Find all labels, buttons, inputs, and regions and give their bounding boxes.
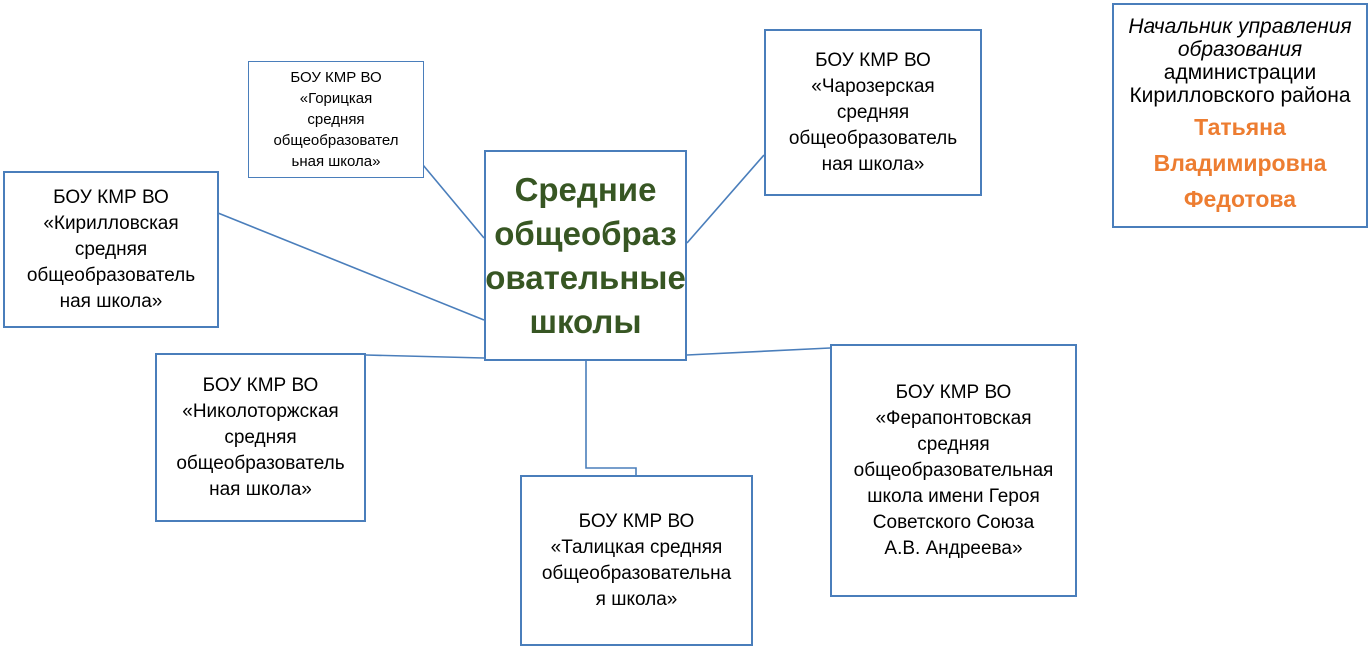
connector-nikolotorzhskaya [365, 354, 485, 359]
school-name-label: «Чарозерская средняя общеобразователь на… [788, 75, 958, 175]
school-org-label: БОУ КМР ВО [290, 69, 382, 86]
head-name: Татьяна Владимировна Федотова [1153, 113, 1327, 212]
school-org-label: БОУ КМР ВО [578, 510, 695, 532]
school-name-label: «Талицкая средняя общеобразовательна я ш… [541, 536, 732, 610]
school-org-label: БОУ КМР ВО [202, 374, 319, 396]
connector-ferapontovskaya [686, 347, 831, 356]
connector-goritskaya [422, 164, 485, 239]
school-box-charozerskaya: БОУ КМР ВО «Чарозерская средняя общеобра… [764, 29, 982, 196]
head-title: Начальник управления образования админис… [1128, 15, 1351, 107]
school-box-kirillovskaya: БОУ КМР ВО «Кирилловская средняя общеобр… [3, 171, 219, 328]
school-org-label: БОУ КМР ВО [815, 49, 931, 71]
school-box-goritskaya: БОУ КМР ВО «Горицкая средняя общеобразов… [248, 61, 424, 178]
head-title-italic: Начальник управления образования [1128, 14, 1352, 61]
school-box-nikolotorzhskaya: БОУ КМР ВО «Николоторжская средняя общео… [155, 353, 366, 522]
center-node: Средние общеобраз овательные школы [484, 150, 687, 361]
school-box-ferapontovskaya: БОУ КМР ВО «Ферапонтовская средняя общео… [830, 344, 1077, 597]
connector-charozerskaya [686, 154, 765, 244]
connector-talitskaya [585, 361, 637, 475]
school-name-label: «Кирилловская средняя общеобразователь н… [26, 212, 196, 312]
school-org-label: БОУ КМР ВО [895, 381, 1012, 403]
connector-kirillovskaya [217, 212, 485, 321]
school-box-talitskaya: БОУ КМР ВО «Талицкая средняя общеобразов… [520, 475, 753, 646]
head-box: Начальник управления образования админис… [1112, 3, 1368, 228]
school-name-label: «Ферапонтовская средняя общеобразователь… [853, 407, 1054, 559]
school-name-label: «Горицкая средняя общеобразовател ьная ш… [273, 90, 399, 170]
head-title-regular: администрации Кирилловского района [1129, 60, 1351, 107]
school-org-label: БОУ КМР ВО [53, 186, 169, 208]
school-name-label: «Николоторжская средняя общеобразователь… [176, 400, 345, 500]
center-node-label: Средние общеобраз овательные школы [485, 170, 686, 340]
